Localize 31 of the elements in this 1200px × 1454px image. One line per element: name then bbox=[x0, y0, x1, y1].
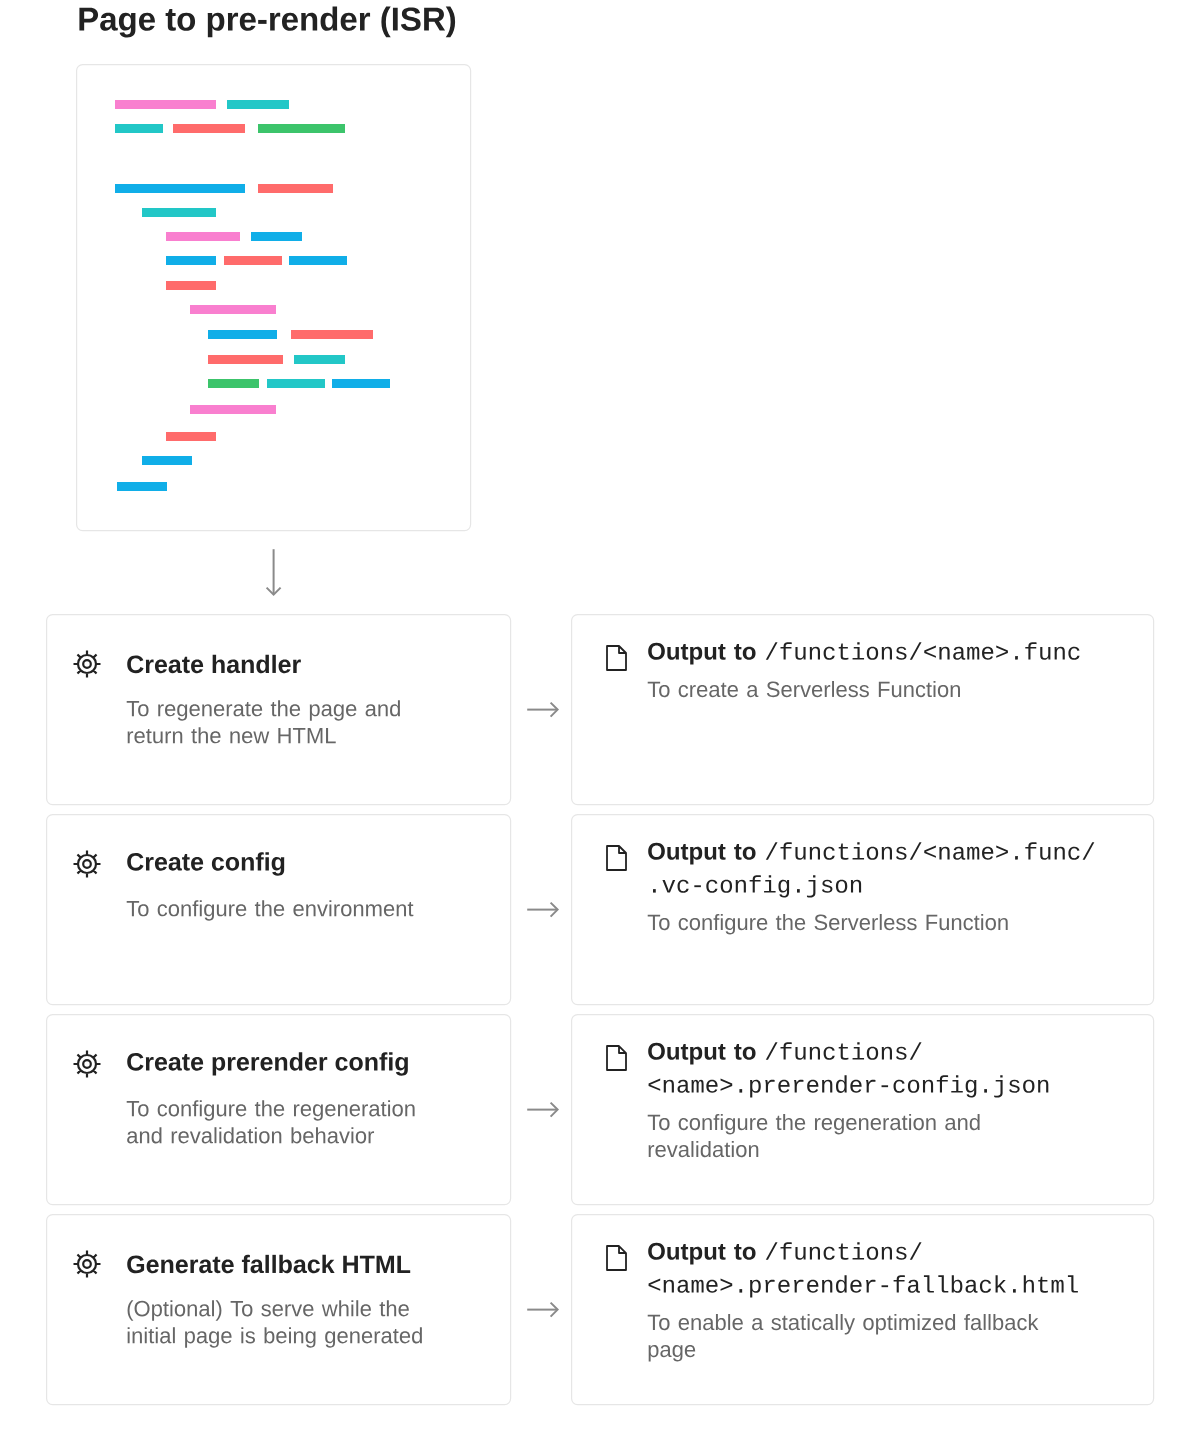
step-card bbox=[46, 814, 512, 1006]
step-title: Create handler bbox=[127, 654, 301, 674]
output-description: To configure the Serverless Function bbox=[647, 913, 1008, 935]
step-title: Create prerender config bbox=[127, 1052, 408, 1076]
step-description: To configure the regeneration and revalidation behavior bbox=[126, 1100, 415, 1144]
step-description: To configure the environment bbox=[126, 900, 414, 921]
arrow bbox=[526, 901, 559, 918]
step-title: Generate fallback HTML bbox=[127, 1254, 411, 1274]
output-card bbox=[571, 614, 1155, 806]
output-description: To configure the regeneration and revalidation bbox=[647, 1114, 980, 1158]
arrow bbox=[526, 1301, 559, 1318]
page-card bbox=[76, 6, 472, 532]
output-card bbox=[571, 1214, 1155, 1406]
step-card bbox=[46, 1014, 512, 1206]
output-title: Output to /functions/<name>.func/.vc-config.json bbox=[648, 842, 1095, 898]
step-card bbox=[46, 1214, 512, 1406]
output-title: Output to /functions/<name>.prerender-fallback.html bbox=[648, 1242, 1078, 1298]
output-description: To enable a statically optimized fallback page bbox=[647, 1314, 1039, 1362]
output-description: To create a Serverless Function bbox=[647, 680, 960, 698]
output-title: Output to /functions/<name>.func bbox=[648, 642, 1080, 665]
step-title: Create config bbox=[127, 852, 285, 876]
step-card bbox=[46, 614, 512, 806]
step-description: To regenerate the page and return the new HTML bbox=[126, 700, 400, 744]
page-title: Page to pre-render (ISR) bbox=[79, 6, 456, 38]
output-card bbox=[571, 1014, 1155, 1206]
output-card bbox=[571, 814, 1155, 1006]
arrow bbox=[526, 701, 559, 718]
step-description: (Optional) To serve while the initial page is being generated bbox=[127, 1300, 422, 1348]
arrow bbox=[526, 1101, 559, 1118]
output-title: Output to /functions/<name>.prerender-config.json bbox=[648, 1042, 1049, 1098]
arrow bbox=[265, 548, 282, 596]
